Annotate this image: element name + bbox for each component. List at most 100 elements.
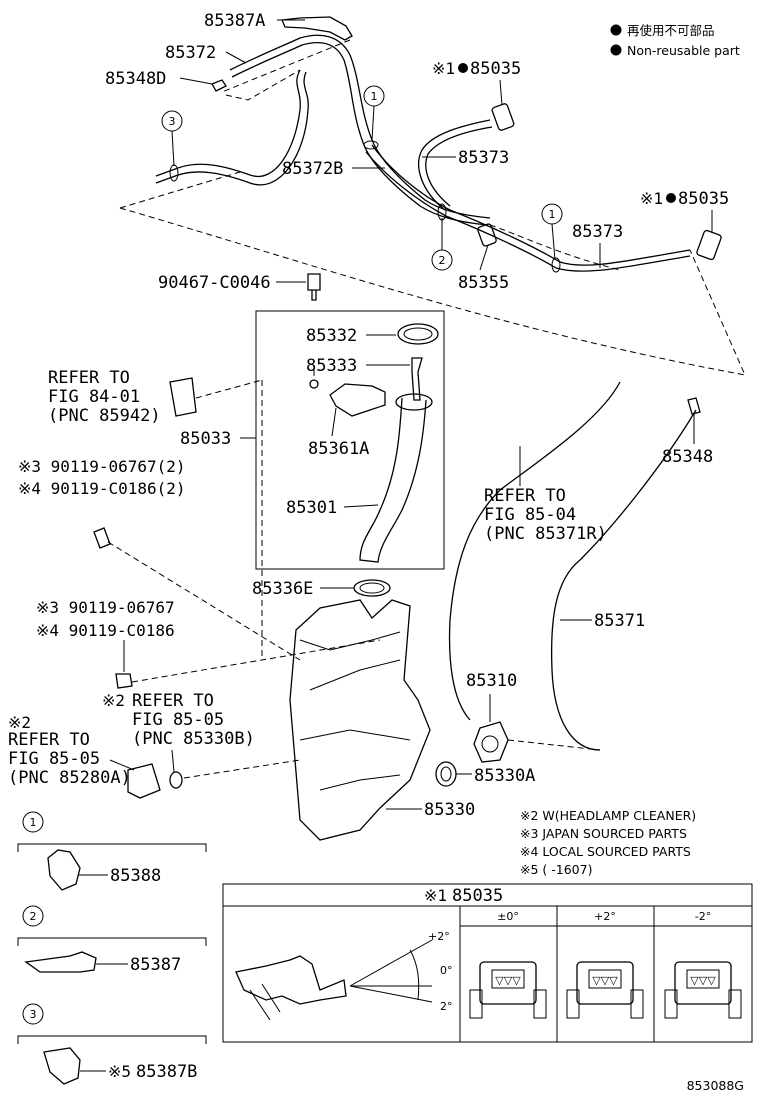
- clip-85387b-icon: [43, 1047, 81, 1085]
- bolt-icon: [93, 527, 111, 549]
- nozzle-85035-upper: [491, 103, 515, 131]
- svg-text:▽▽▽: ▽▽▽: [690, 974, 716, 987]
- label-bolt-90119-c0186: ※4 90119-C0186: [36, 621, 175, 640]
- svg-text:(PNC 85371R): (PNC 85371R): [484, 524, 607, 544]
- svg-text:2: 2: [439, 254, 446, 267]
- label-85310: 85310: [466, 671, 517, 691]
- bracket-85387a: [281, 16, 353, 41]
- grommet-85336e: [353, 579, 391, 597]
- nozzle-85035-lower: [696, 229, 722, 261]
- label-85035-lower: 85035: [678, 189, 729, 209]
- label-85330a: 85330A: [474, 766, 535, 786]
- svg-text:▽▽▽: ▽▽▽: [592, 974, 618, 987]
- joint-85355: [477, 223, 497, 247]
- clip-85388-icon: [47, 849, 81, 891]
- detail-85035-table: ※1 85035 ±0° +2° -2° +2° 0° 2° ▽▽▽ ▽▽▽: [222, 883, 753, 1043]
- reservoir-85330: [289, 599, 431, 841]
- non-reusable-dot-icon: [610, 44, 622, 56]
- label-85387: 85387: [130, 955, 181, 975]
- hose-85372: [229, 34, 491, 219]
- label-85336e: 85336E: [252, 579, 313, 599]
- label-85348: 85348: [662, 447, 713, 467]
- refer-to-fig-84-01: REFER TO FIG 84-01 (PNC 85942): [48, 368, 161, 426]
- hose-assembly-top: [155, 16, 722, 273]
- label-85301: 85301: [286, 498, 337, 518]
- mark-ref-85330b: ※2: [102, 691, 125, 710]
- detail-title: 85035: [452, 886, 503, 906]
- svg-text:▽▽▽: ▽▽▽: [495, 974, 521, 987]
- figure-id: 853088G: [687, 1078, 744, 1093]
- svg-text:3: 3: [30, 1008, 37, 1021]
- svg-text:(PNC 85942): (PNC 85942): [48, 406, 161, 426]
- connector-minus2-icon: ▽▽▽: [664, 961, 742, 1019]
- mark-85035-upper: ※1: [432, 59, 455, 78]
- svg-text:1: 1: [371, 90, 378, 103]
- hose-85373-a: [418, 119, 491, 211]
- connector-0deg-icon: ▽▽▽: [469, 961, 547, 1019]
- refer-to-fig-85-04: REFER TO FIG 85-04 (PNC 85371R): [484, 486, 607, 544]
- label-85387a: 85387A: [204, 11, 265, 31]
- label-85373-upper: 85373: [458, 148, 509, 168]
- label-bolt-90119-c0186-2: ※4 90119-C0186(2): [18, 479, 186, 498]
- refer-to-fig-85-05-85280a: REFER TO FIG 85-05 (PNC 85280A): [8, 730, 131, 788]
- mark-85035-lower: ※1: [640, 189, 663, 208]
- svg-text:3: 3: [169, 115, 176, 128]
- sensor-85942-icon: [169, 377, 197, 417]
- non-reusable-dot-icon: [458, 63, 468, 73]
- angle-plus-label: +2°: [428, 930, 450, 943]
- svg-text:1: 1: [30, 816, 37, 829]
- angle-minus-label: 2°: [440, 1000, 453, 1013]
- refer-to-fig-85-05-85330b: REFER TO FIG 85-05 (PNC 85330B): [132, 691, 255, 749]
- svg-text:※4 LOCAL SOURCED PARTS: ※4 LOCAL SOURCED PARTS: [520, 844, 691, 859]
- legend-en: Non-reusable part: [627, 43, 740, 58]
- nozzle-side-icon: [235, 955, 347, 1005]
- svg-text:FIG 85-04: FIG 85-04: [484, 505, 576, 525]
- label-85373-lower: 85373: [572, 222, 623, 242]
- svg-text:REFER TO: REFER TO: [484, 486, 566, 506]
- label-85372: 85372: [165, 43, 216, 63]
- label-85348d: 85348D: [105, 69, 166, 89]
- detail-title-mark: ※1: [424, 886, 447, 905]
- detail-clip-1: 1 85388: [17, 811, 207, 891]
- gauge-85333: [411, 357, 423, 401]
- hose-85371-left: [448, 381, 621, 721]
- label-85371: 85371: [594, 611, 645, 631]
- svg-text:※5 ( -1607): ※5 ( -1607): [520, 862, 592, 877]
- svg-text:FIG 85-05: FIG 85-05: [8, 749, 100, 769]
- notes: ※2 W(HEADLAMP CLEANER) ※3 JAPAN SOURCED …: [520, 808, 696, 877]
- detail-col-plus2: +2°: [594, 910, 616, 923]
- svg-text:1: 1: [549, 208, 556, 221]
- connector-plus2-icon: ▽▽▽: [566, 961, 644, 1019]
- bracket-85361a: [329, 383, 386, 417]
- svg-text:FIG 84-01: FIG 84-01: [48, 387, 140, 407]
- svg-text:※2 W(HEADLAMP CLEANER): ※2 W(HEADLAMP CLEANER): [520, 808, 696, 823]
- svg-text:(PNC 85280A): (PNC 85280A): [8, 768, 131, 788]
- cap-85332: [397, 323, 439, 345]
- detail-col-minus2: -2°: [695, 910, 711, 923]
- hose-85371-right: [550, 409, 697, 751]
- hose-85372b-left: [155, 69, 301, 178]
- box-85033: [255, 310, 445, 570]
- label-85330: 85330: [424, 800, 475, 820]
- grommet-85330a: [435, 761, 457, 787]
- label-85388: 85388: [110, 866, 161, 886]
- joint-85348d: [211, 79, 227, 92]
- svg-text:(PNC 85330B): (PNC 85330B): [132, 729, 255, 749]
- grommet-85330b: [169, 771, 183, 789]
- svg-text:FIG 85-05: FIG 85-05: [132, 710, 224, 730]
- label-85355: 85355: [458, 273, 509, 293]
- pump-85280a-icon: [127, 763, 161, 799]
- label-85333: 85333: [306, 356, 357, 376]
- bolt-90467-icon: [307, 273, 321, 301]
- svg-text:REFER TO: REFER TO: [8, 730, 90, 750]
- detail-col-0deg: ±0°: [497, 910, 519, 923]
- angle-zero-label: 0°: [440, 964, 453, 977]
- label-bolt-90119-06767-2: ※3 90119-06767(2): [18, 457, 186, 476]
- legend: 再使用不可部品 Non-reusable part: [610, 23, 740, 58]
- non-reusable-dot-icon: [610, 24, 622, 36]
- clip-85387-icon: [24, 951, 97, 973]
- filler-pipe-85301: [359, 397, 427, 563]
- label-85035-upper: 85035: [470, 59, 521, 79]
- label-85332: 85332: [306, 326, 357, 346]
